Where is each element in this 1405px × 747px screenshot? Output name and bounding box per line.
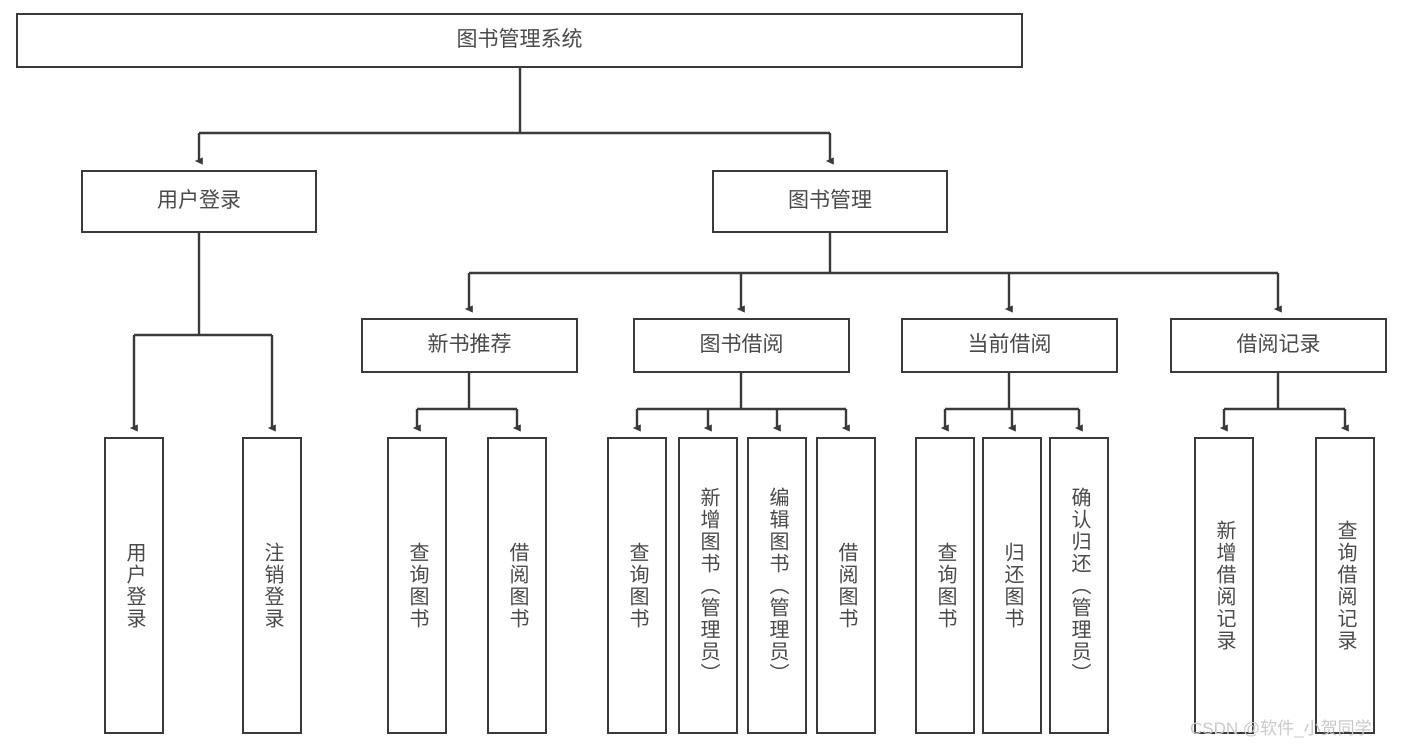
node-leaf-borrow-book-1[interactable]: 借阅图书 [487,437,547,734]
node-leaf-user-login[interactable]: 用户登录 [104,437,164,734]
node-leaf-user-login-label: 用户登录 [123,541,145,630]
node-leaf-query-book-2[interactable]: 查询图书 [607,437,667,734]
node-user-login[interactable]: 用户登录 [81,170,317,233]
node-leaf-return-book[interactable]: 归还图书 [982,437,1042,734]
node-leaf-add-book[interactable]: 新增图书（管理员） [678,437,738,734]
node-leaf-query-book-2-label: 查询图书 [626,541,648,630]
node-leaf-confirm-return-label: 确认归还（管理员） [1068,486,1090,685]
node-leaf-edit-book[interactable]: 编辑图书（管理员） [747,437,807,734]
node-leaf-logout-label: 注销登录 [261,541,283,630]
node-leaf-add-book-label: 新增图书（管理员） [697,486,719,685]
node-book-borrow-label: 图书借阅 [699,333,784,357]
node-leaf-logout[interactable]: 注销登录 [242,437,302,734]
node-leaf-query-book-3-label: 查询图书 [934,541,956,630]
node-leaf-borrow-book-1-label: 借阅图书 [506,541,528,630]
node-root-图书管理系统[interactable]: 图书管理系统 [16,13,1023,68]
node-leaf-edit-book-label: 编辑图书（管理员） [766,486,788,685]
node-leaf-query-record[interactable]: 查询借阅记录 [1315,437,1375,734]
node-borrow-record-label: 借阅记录 [1236,333,1321,357]
connector-lines [129,68,1349,432]
node-user-login-label: 用户登录 [157,189,241,213]
node-leaf-query-book-1[interactable]: 查询图书 [387,437,447,734]
node-new-book-recommend-label: 新书推荐 [427,333,512,357]
node-leaf-add-record-label: 新增借阅记录 [1213,519,1235,652]
node-root-图书管理系统-label: 图书管理系统 [456,28,583,52]
node-leaf-return-book-label: 归还图书 [1001,541,1023,630]
node-leaf-add-record[interactable]: 新增借阅记录 [1194,437,1254,734]
node-current-borrow-label: 当前借阅 [967,333,1052,357]
node-leaf-borrow-book-2-label: 借阅图书 [835,541,857,630]
node-book-manage-label: 图书管理 [788,189,872,213]
node-borrow-record[interactable]: 借阅记录 [1170,318,1387,373]
node-leaf-query-book-3[interactable]: 查询图书 [915,437,975,734]
node-book-borrow[interactable]: 图书借阅 [633,318,850,373]
node-leaf-query-book-1-label: 查询图书 [406,541,428,630]
node-new-book-recommend[interactable]: 新书推荐 [361,318,578,373]
node-leaf-borrow-book-2[interactable]: 借阅图书 [816,437,876,734]
node-leaf-query-record-label: 查询借阅记录 [1334,519,1356,652]
node-leaf-confirm-return[interactable]: 确认归还（管理员） [1049,437,1109,734]
node-current-borrow[interactable]: 当前借阅 [901,318,1118,373]
node-book-manage[interactable]: 图书管理 [712,170,948,233]
